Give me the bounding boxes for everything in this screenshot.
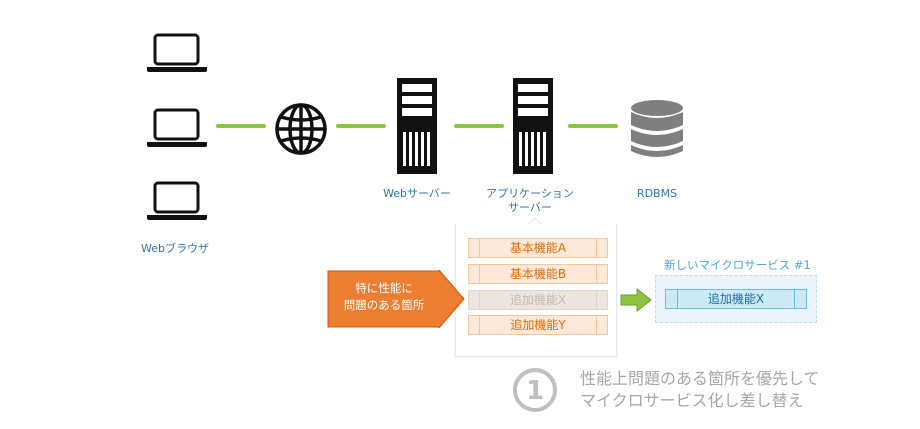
module-label: 基本機能A <box>509 241 567 255</box>
laptop-icon <box>147 108 207 147</box>
web-server-label: Webサーバー <box>383 187 451 200</box>
db-label: RDBMS <box>636 187 678 200</box>
connector-internet-web <box>336 124 386 128</box>
laptop-icon <box>147 181 207 220</box>
app-server-label-line1: アプリケーション <box>486 187 574 200</box>
browser-label: Webブラウザ <box>141 242 209 255</box>
microservice-module: 追加機能X <box>665 289 807 309</box>
app-server-label: アプリケーション サーバー <box>470 187 590 215</box>
panel-pointer <box>455 218 615 226</box>
step-number: 1 <box>526 376 544 406</box>
module-label: 追加機能X <box>509 293 567 307</box>
callout-line2: 問題のある箇所 <box>343 298 425 312</box>
laptop-icon <box>147 33 207 72</box>
globe-icon <box>275 103 327 155</box>
database-icon <box>631 100 683 157</box>
module-label: 追加機能Y <box>510 318 566 332</box>
circled-number-icon: 1 <box>510 365 560 419</box>
module-basic-a: 基本機能A <box>468 238 608 258</box>
callout-text: 特に性能に 問題のある箇所 <box>333 280 435 314</box>
module-label: 基本機能B <box>509 267 567 281</box>
microservice-title: 新しいマイクロサービス #1 <box>664 258 811 272</box>
step-line2: マイクロサービス化し差し替え <box>580 391 804 410</box>
module-basic-b: 基本機能B <box>468 264 608 284</box>
server-icon <box>513 78 553 174</box>
callout-line1: 特に性能に <box>355 281 413 295</box>
connector-browser-internet <box>216 124 266 128</box>
microservice-module-label: 追加機能X <box>707 292 765 306</box>
step-line1: 性能上問題のある箇所を優先して <box>580 369 820 388</box>
app-server-label-line2: サーバー <box>508 201 552 214</box>
module-extra-x: 追加機能X <box>468 290 608 310</box>
connector-web-app <box>454 124 504 128</box>
callout-arrow <box>327 270 465 328</box>
step-description: 性能上問題のある箇所を優先して マイクロサービス化し差し替え <box>580 368 820 412</box>
arrow-right-icon <box>620 288 652 312</box>
server-icon <box>397 78 437 174</box>
connector-app-db <box>568 124 618 128</box>
module-extra-y: 追加機能Y <box>468 315 608 335</box>
